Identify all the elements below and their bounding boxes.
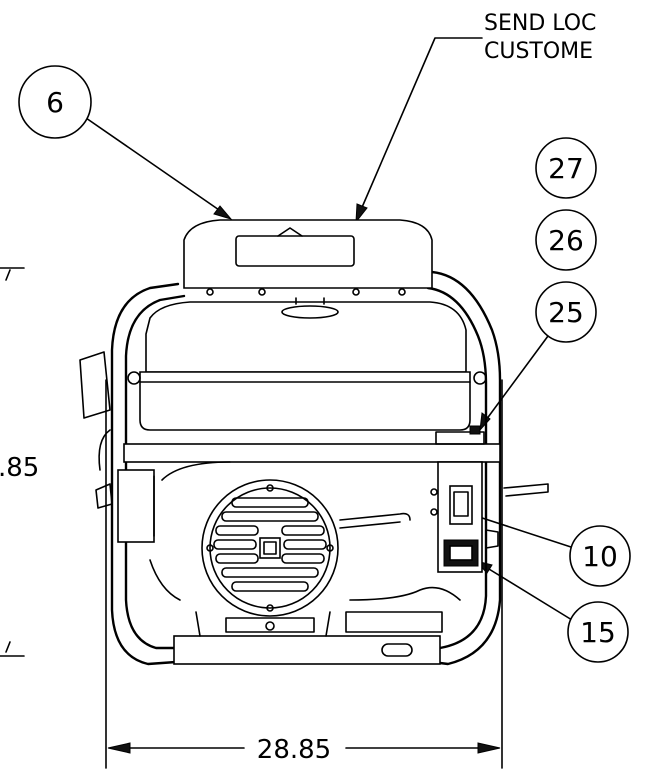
tank-lower (139, 371, 471, 431)
callout-10-bubble (569, 525, 631, 587)
callout-10-label: 10 (582, 540, 618, 573)
callout-25-label: 25 (548, 296, 584, 329)
callout-26-bubble (535, 209, 597, 271)
callout-6-leader (85, 117, 233, 220)
breaker-switch (449, 485, 473, 525)
fan-grille-slots (213, 497, 327, 592)
note-leader (355, 37, 483, 224)
air-filter-box (117, 469, 155, 543)
generator-assembly (79, 219, 549, 666)
callout-27-bubble (535, 137, 597, 199)
callout-26-label: 26 (548, 224, 584, 257)
callout-15-label: 15 (580, 616, 616, 649)
note-line-2: CUSTOME (484, 39, 593, 64)
cross-bar (123, 443, 501, 463)
rotor-center (259, 537, 281, 559)
width-dimension (105, 379, 503, 769)
note-line-1: SEND LOC (484, 11, 596, 36)
base-skid (173, 635, 441, 665)
callout-6-bubble (18, 65, 92, 139)
callout-27-label: 27 (548, 152, 584, 185)
callout-25-bubble (535, 281, 597, 343)
callout-15-bubble (567, 601, 629, 663)
top-cover (183, 219, 433, 289)
fuel-tank (145, 301, 467, 373)
callout-6-label: 6 (46, 86, 64, 119)
callout-25-leader (479, 335, 549, 432)
fuel-cap (281, 305, 339, 319)
left-dimension-fragment (0, 267, 25, 657)
height-dimension-label: .85 (0, 453, 39, 483)
handle-slot (235, 235, 355, 267)
width-dimension-label: 28.85 (257, 735, 331, 765)
callout-15-leader (474, 560, 573, 621)
